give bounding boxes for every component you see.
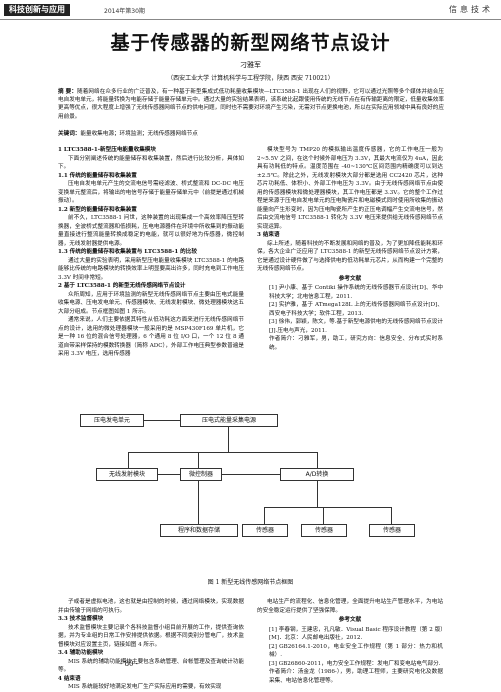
section-heading: 1.2 新型的能量储存和收集装置 bbox=[58, 206, 137, 213]
references-heading: 参考文献 bbox=[338, 617, 362, 623]
sensor-block-1: 传感器 bbox=[242, 524, 288, 537]
section-heading: 1 LTC3588-1-新型压电能量收集模块 bbox=[58, 147, 156, 153]
mcu-block: 微控制器 bbox=[180, 468, 222, 481]
abstract-text: 随着网络在众多行业的广泛普及，有一种基于新型集成式低功耗量收集模块—LTC358… bbox=[58, 89, 445, 120]
adc-block: A/D转换 bbox=[280, 468, 354, 481]
journal-name: 科技创新与应用 bbox=[4, 4, 70, 16]
page-header: 科技创新与应用 2014年第30期 信息技术 bbox=[0, 0, 501, 18]
body-paragraph: 电站生产的流程化、信息化管理，全面提升电站生产管理水平，为电站的安全稳定运行提供… bbox=[257, 599, 443, 614]
section-heading: 3.3 技术监督模块 bbox=[58, 616, 104, 622]
left-column-bottom: 子或者是虚拟电池，这也就是由控制的时候，通过网络模块，实现数据并由传输于网络的可… bbox=[58, 598, 244, 692]
keywords-label: 关键词： bbox=[58, 131, 81, 137]
reference-item: [2] GB26164.1-2010，电业安全工作规程（第 1 部分：热力和机械… bbox=[269, 643, 443, 659]
body-paragraph: 通过大量的实验表明，采用新型压电能量收集模块 LTC3588-1 的电路能够比传… bbox=[58, 257, 244, 281]
body-paragraph: 众所周知，应用于环境监测的新型无线传感网络节点主要由压电式能量收集电源、压电发电… bbox=[58, 291, 244, 315]
references-heading: 参考文献 bbox=[338, 275, 362, 282]
link-adc-down bbox=[317, 481, 318, 507]
link-sensor2 bbox=[323, 507, 324, 524]
header-rule bbox=[0, 19, 501, 20]
reference-item: [1] 李春钢，王建忠，孔凡敏．Visual Basic 程序设计教程（第 2 … bbox=[269, 626, 443, 642]
link-bus-mcu bbox=[198, 452, 199, 468]
sensor-bus bbox=[264, 507, 392, 508]
reference-item: 作者简介：刁雅军，男，助工，研究方向：信息安全、分布式实时系统。 bbox=[269, 336, 443, 351]
abstract: 摘 要：随着网络在众多行业的广泛普及，有一种基于新型集成式低功耗量收集模块—LT… bbox=[58, 88, 444, 121]
reference-item: [1] 尹小康、基于 Contiki 操作系统的无线传感器节点设计[D]、华中科… bbox=[269, 285, 443, 300]
page-number: - 80 - bbox=[120, 660, 139, 668]
right-column-top: 模块型号为 TMP20 的模拟输出温度传感器，它的工作电压一般为 2~5.5V … bbox=[257, 146, 443, 352]
section-heading: 3 结束语 bbox=[257, 232, 280, 238]
author: 刁雅军 bbox=[240, 61, 261, 69]
body-paragraph: 技术监督模块主要记录个各科技监督小组目前开展的工作，提供查询依据，并为专业组的日… bbox=[58, 624, 244, 648]
link-source-down bbox=[228, 426, 229, 452]
link-sensor1 bbox=[264, 507, 265, 524]
reference-item: [2] 实护雅，基于 ATmega128L 上的无线传感器网络节点设计[D]、西… bbox=[269, 302, 443, 317]
body-paragraph: 模块型号为 TMP20 的模拟输出温度传感器，它的工作电压一般为 2~5.5V … bbox=[257, 147, 443, 230]
body-paragraph: 下面分别阐述传统的能量储存和收集装置，然后进行比较分析，具体如下。 bbox=[58, 155, 244, 171]
body-paragraph: 通常来说，人们主要依据其特性从低功耗这方面来进行无线传感网络节点的设计，选用的微… bbox=[58, 317, 244, 357]
issue-label: 2014年第30期 bbox=[104, 8, 145, 15]
link-mcu-store bbox=[198, 481, 199, 524]
reference-item: 作者简介：汤金龙（1986-），男，助理工程师，主要研究电化及数据采集、电站信息… bbox=[269, 669, 443, 684]
section-heading: 1.1 传统的能量储存和收集装置 bbox=[58, 172, 137, 179]
piezo-generator-block: 压电发电单元 bbox=[80, 414, 144, 427]
abstract-label: 摘 要： bbox=[58, 89, 78, 95]
sensor-block-3: 传感器 bbox=[369, 524, 415, 537]
link-bus-tx bbox=[128, 452, 129, 468]
body-paragraph: 压电自发电单元产生的交流电信号需经滤波、桥式整流和 DC-DC 电压变换单元整流… bbox=[58, 181, 244, 204]
link-bus-adc bbox=[317, 452, 318, 468]
link-sensor3 bbox=[391, 507, 392, 524]
keywords-text: 能量收集电源；环境监测；无线传感器网络节点 bbox=[80, 131, 198, 137]
section-heading: 2 基于 LTC3588-1 的新型无线传感网络节点设计 bbox=[58, 283, 186, 289]
figure-caption: 图 1 新型无线传感网络节点框图 bbox=[207, 579, 294, 586]
body-paragraph: MIS 系统能较好地满足发电厂生产实际应用的需要，有效实现 bbox=[68, 684, 222, 690]
body-paragraph: 前不久，LTC3588-1 问世，这种装置的出现集成一个高效率降压型转换器，全波… bbox=[58, 215, 244, 247]
right-column-bottom: 电站生产的流程化、信息化管理，全面提升电站生产管理水平，为电站的安全稳定运行提供… bbox=[257, 598, 443, 685]
affiliation: （西安工业大学 计算机科学与工程学院，陕西 西安 710021） bbox=[167, 75, 334, 82]
wireless-tx-block: 无线发射模块 bbox=[96, 468, 158, 481]
storage-block: 程序和数据存储 bbox=[160, 524, 238, 537]
sensor-block-2: 传感器 bbox=[301, 524, 347, 537]
body-paragraph: 子或者是虚拟电池，这也就是由控制的时候，通过网络模块，实现数据并由传输于网络的可… bbox=[58, 599, 244, 614]
section-label: 信息技术 bbox=[449, 5, 493, 14]
section-heading: 1.3 传统的能量储存和收集装置与 LTC3588-1 的比较 bbox=[58, 249, 197, 255]
reference-item: [3] GB26860-2011，电力安全工作规程：发电厂和变电站电气部分. bbox=[269, 660, 441, 667]
link-tx-mcu bbox=[156, 474, 180, 475]
body-paragraph: 综上所述，随着科技的不断发展和网络的普及，为了更加降低能耗和环保，各大企业广泛应… bbox=[257, 240, 443, 273]
link-mcu-adc bbox=[220, 474, 280, 475]
body-paragraph: MIS 系统的辅助功能模块主要包含系统管理、台帐管理及查询统计功能等。 bbox=[58, 658, 244, 674]
keywords: 关键词：能量收集电源；环境监测；无线传感器网络节点 bbox=[58, 129, 444, 137]
block-diagram: 压电发电单元 压电式能量采集电源 无线发射模块 微控制器 A/D转换 程序和数据… bbox=[58, 404, 444, 566]
power-bus bbox=[128, 452, 318, 453]
article-title: 基于传感器的新型网络节点设计 bbox=[110, 32, 391, 54]
section-heading: 3.4 辅助功能模块 bbox=[58, 650, 104, 656]
link-gen-to-source bbox=[142, 420, 180, 421]
energy-harvest-block: 压电式能量采集电源 bbox=[180, 414, 278, 427]
reference-item: [3] 徐伟，郭颖，陈文，等.基于新型电源供电的无线传感网络节点设计[J].压电… bbox=[269, 319, 443, 334]
section-heading: 4 结束语 bbox=[58, 675, 81, 682]
left-column-top: 1 LTC3588-1-新型压电能量收集模块下面分别阐述传统的能量储存和收集装置… bbox=[58, 146, 244, 359]
